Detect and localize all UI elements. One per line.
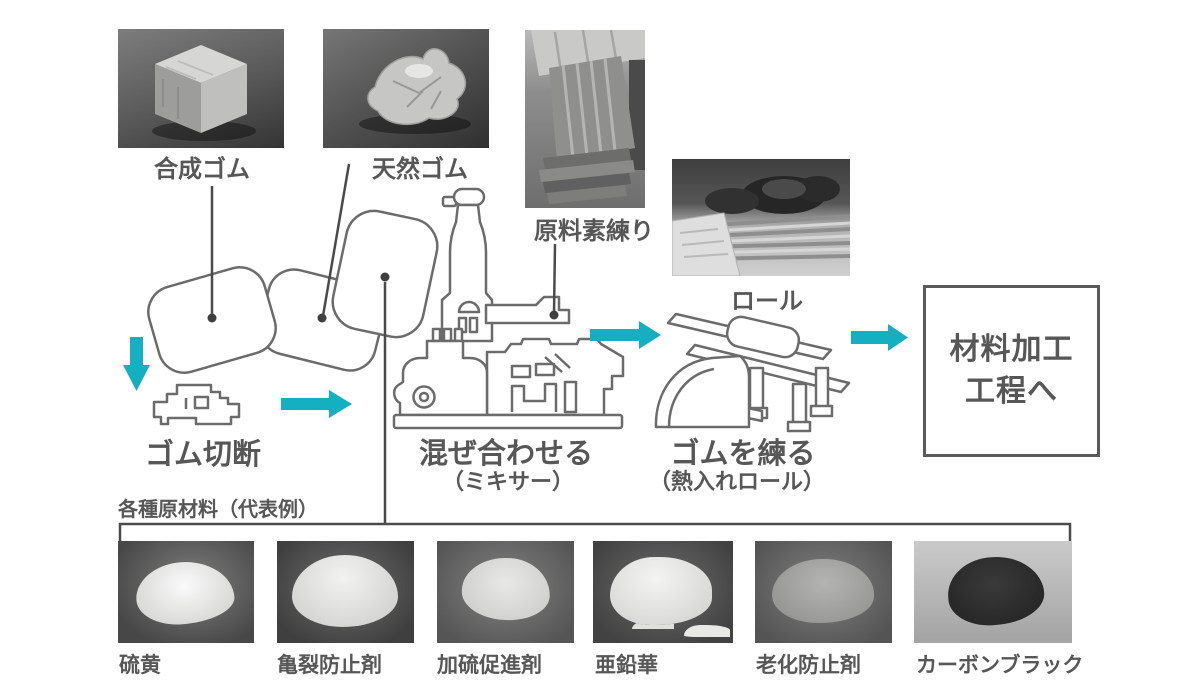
arrow-right-icon (281, 390, 352, 418)
antiaging-agent-powder-image (772, 559, 874, 623)
photo-roll-mill (672, 159, 850, 276)
step-label-kneading: ゴムを練る (670, 438, 816, 470)
step-sublabel-heating-roll: （熱入れロール） (648, 469, 826, 494)
arrow-right-icon (590, 321, 661, 349)
next-process-box: 材料加工 工程へ (923, 285, 1100, 457)
arrow-right-icon (851, 324, 908, 351)
photo-zinc-oxide (593, 541, 733, 643)
label-roll: ロール (731, 288, 803, 315)
label-natural-rubber: 天然ゴム (372, 156, 468, 183)
crack-preventer-powder-image (292, 555, 398, 627)
label-raw-mastication: 原料素練り (534, 218, 654, 245)
roll-mill-image (672, 176, 850, 276)
photo-synthetic-rubber (118, 29, 284, 148)
materials-heading: 各種原材料（代表例） (118, 499, 318, 521)
step-label-cutting: ゴム切断 (144, 439, 262, 471)
photo-antiaging-agent (755, 541, 892, 643)
leader-lines (210, 163, 557, 523)
leader-dots (207, 272, 559, 323)
material-label-carbon-black: カーボンブラック (916, 654, 1084, 677)
photo-raw-mastication (525, 30, 645, 208)
photo-sulfur (118, 541, 254, 643)
sulfur-powder-image (133, 558, 237, 628)
material-label-zinc-oxide: 亜鉛華 (595, 654, 658, 677)
cutting-machine-drawing (152, 383, 241, 426)
rubber-lump-image (359, 48, 471, 134)
material-label-crack-preventer: 亀裂防止剤 (277, 654, 382, 677)
material-label-vulcanization-accelerator: 加硫促進剤 (437, 654, 542, 677)
photo-natural-rubber (323, 29, 489, 148)
carbon-black-powder-image (946, 554, 1046, 628)
vulcanization-accelerator-powder-image (460, 555, 552, 623)
zinc-oxide-powder-image (610, 557, 712, 625)
rubber-cube-image (152, 45, 256, 141)
photo-crack-preventer (277, 541, 414, 643)
step-sublabel-mixer: （ミキサー） (441, 469, 575, 494)
rubber-slabs-drawing (147, 209, 439, 374)
material-label-antiaging-agent: 老化防止剤 (756, 654, 861, 677)
next-process-line2: 工程へ (965, 375, 1058, 408)
next-process-line1: 材料加工 (949, 333, 1074, 366)
arrow-down-icon (123, 337, 150, 391)
step-label-mixing: 混ぜ合わせる (418, 438, 594, 470)
rubber-sheet-stack-image (531, 30, 645, 204)
mixer-drawing (392, 187, 625, 430)
photo-carbon-black (914, 541, 1072, 643)
roll-machine-drawing (654, 312, 851, 433)
materials-bracket (118, 522, 1072, 541)
label-synthetic-rubber: 合成ゴム (154, 156, 250, 183)
photo-vulcanization-accelerator (437, 541, 574, 643)
material-label-sulfur: 硫黄 (119, 654, 161, 677)
